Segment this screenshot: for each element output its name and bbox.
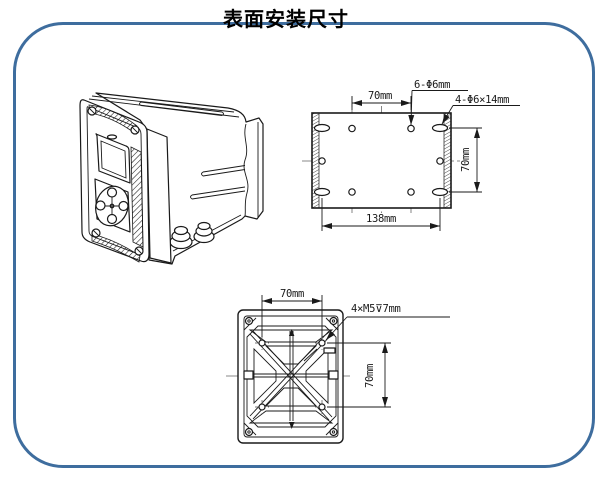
- rounded-frame-border: [13, 22, 595, 468]
- plate-callout-slot-holes-label: 4-Φ6×14mm: [455, 94, 509, 106]
- device-isometric-view: [79, 92, 264, 265]
- keypad-center-button: [109, 203, 115, 209]
- page-title: 表面安装尺寸: [223, 7, 349, 31]
- plate-round-holes: [318, 124, 444, 196]
- plate-callout-slot-holes: 4-Φ6×14mm: [441, 94, 520, 125]
- back-corner-screws: [243, 316, 339, 437]
- plate-dim-bottom: 138mm: [321, 198, 441, 231]
- keypad-up-button: [106, 187, 118, 198]
- back-callout-tapped-holes-label: 4×M5⊽7mm: [351, 303, 401, 315]
- cable-glands: [169, 221, 215, 250]
- plate-slot-holes: [313, 123, 449, 197]
- plate-dim-top-label: 70mm: [368, 90, 392, 102]
- back-dim-right-label: 70mm: [364, 364, 376, 388]
- back-dim-top: 70mm: [261, 288, 323, 337]
- keypad-right-button: [118, 200, 129, 212]
- device-faceplate: [79, 99, 150, 263]
- device-keypad: [94, 178, 131, 233]
- keypad-down-button: [106, 213, 118, 225]
- keypad-left-button: [95, 200, 106, 211]
- mounting-plate-view: 70mm 6-Φ6mm 4-Φ6×14mm 70mm: [302, 79, 520, 231]
- plate-dim-bottom-label: 138mm: [366, 213, 396, 225]
- back-callout-tapped-holes: 4×M5⊽7mm: [303, 303, 450, 362]
- plate-callout-round-holes-label: 6-Φ6mm: [414, 79, 450, 91]
- faceplate-screws: [87, 106, 144, 256]
- back-tapped-holes: [255, 336, 329, 414]
- back-rib-pattern: [243, 325, 339, 429]
- device-back-view: 70mm 4×M5⊽7mm 70mm: [226, 288, 450, 444]
- plate-dim-right-label: 70mm: [460, 148, 472, 172]
- back-dim-right: 70mm: [327, 342, 391, 408]
- device-display: [95, 133, 131, 184]
- plate-callout-round-holes: 6-Φ6mm: [408, 79, 468, 126]
- plate-dim-top: 70mm: [351, 90, 412, 110]
- plate-dim-right: 70mm: [449, 127, 482, 193]
- back-dim-top-label: 70mm: [280, 288, 304, 300]
